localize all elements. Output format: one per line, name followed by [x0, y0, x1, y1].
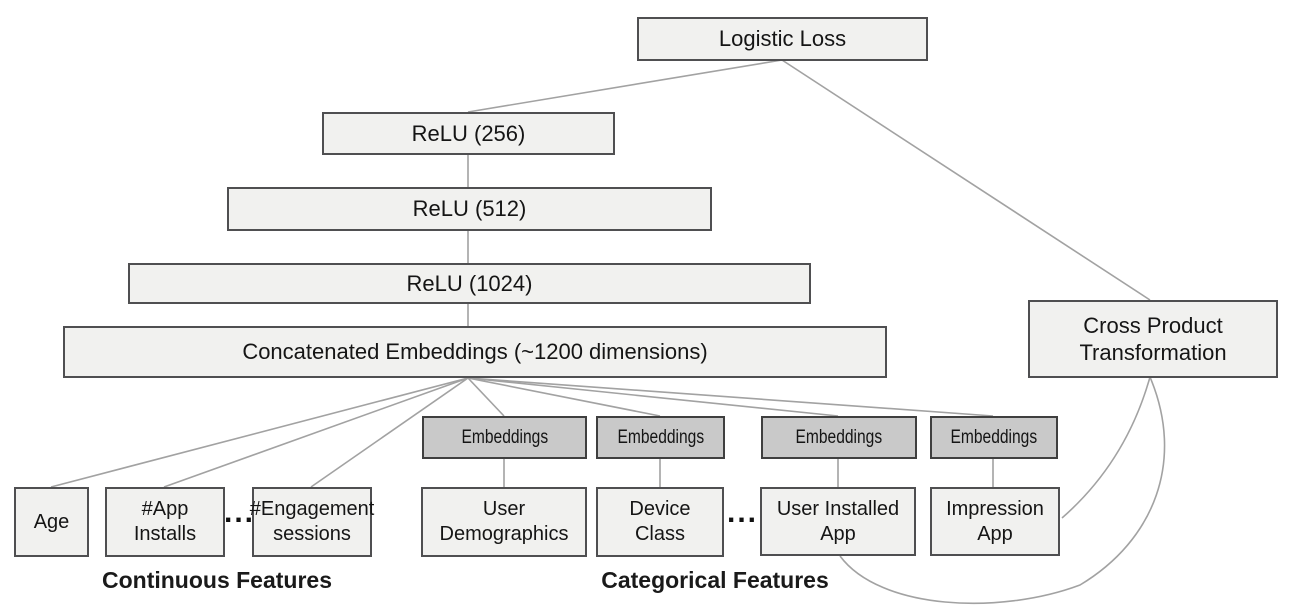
embeddings-label: Embeddings: [950, 426, 1038, 448]
node-relu-512: ReLU (512): [227, 187, 712, 231]
embeddings-label: Embeddings: [617, 426, 704, 448]
node-cross-product-transformation: Cross Product Transformation: [1028, 300, 1278, 378]
label-categorical-features: Categorical Features: [601, 567, 829, 593]
node-embeddings-impression-app: Embeddings: [930, 416, 1058, 459]
node-device-class: Device Class: [596, 487, 724, 557]
node-concatenated-embeddings: Concatenated Embeddings (~1200 dimension…: [63, 326, 887, 378]
node-user-installed-app: User Installed App: [760, 487, 916, 556]
edge-concat-embedding3: [467, 377, 839, 417]
ellipsis-categorical: ...: [727, 496, 759, 529]
node-app-installs: #App Installs: [105, 487, 225, 557]
embeddings-label: Embeddings: [795, 426, 883, 448]
edge-concat-engagement: [310, 377, 469, 488]
edge-crossproduct-userinstalled-curve: [839, 376, 1166, 605]
edge-concat-embedding2: [467, 377, 661, 417]
node-embeddings-device-class: Embeddings: [596, 416, 725, 459]
node-user-demographics: User Demographics: [421, 487, 587, 557]
edge-concat-appinstalls: [163, 377, 469, 488]
node-relu-1024: ReLU (1024): [128, 263, 811, 304]
node-embeddings-user-demographics: Embeddings: [422, 416, 587, 459]
node-impression-app: Impression App: [930, 487, 1060, 556]
node-engagement-sessions: #Engagement sessions: [250, 487, 374, 557]
edge-loss-to-relu256: [467, 59, 783, 113]
edge-crossproduct-impression-curve: [1061, 376, 1151, 519]
edge-concat-age: [50, 377, 469, 488]
ellipsis-continuous: ...: [224, 496, 256, 529]
edge-concat-embedding1: [467, 377, 505, 417]
node-logistic-loss: Logistic Loss: [637, 17, 928, 61]
embeddings-label: Embeddings: [461, 426, 548, 448]
label-continuous-features: Continuous Features: [101, 567, 332, 593]
node-embeddings-user-installed-app: Embeddings: [761, 416, 917, 459]
node-age: Age: [14, 487, 89, 557]
edge-concat-embedding4: [467, 377, 994, 417]
node-relu-256: ReLU (256): [322, 112, 615, 155]
edge-loss-to-crossproduct: [781, 59, 1151, 301]
